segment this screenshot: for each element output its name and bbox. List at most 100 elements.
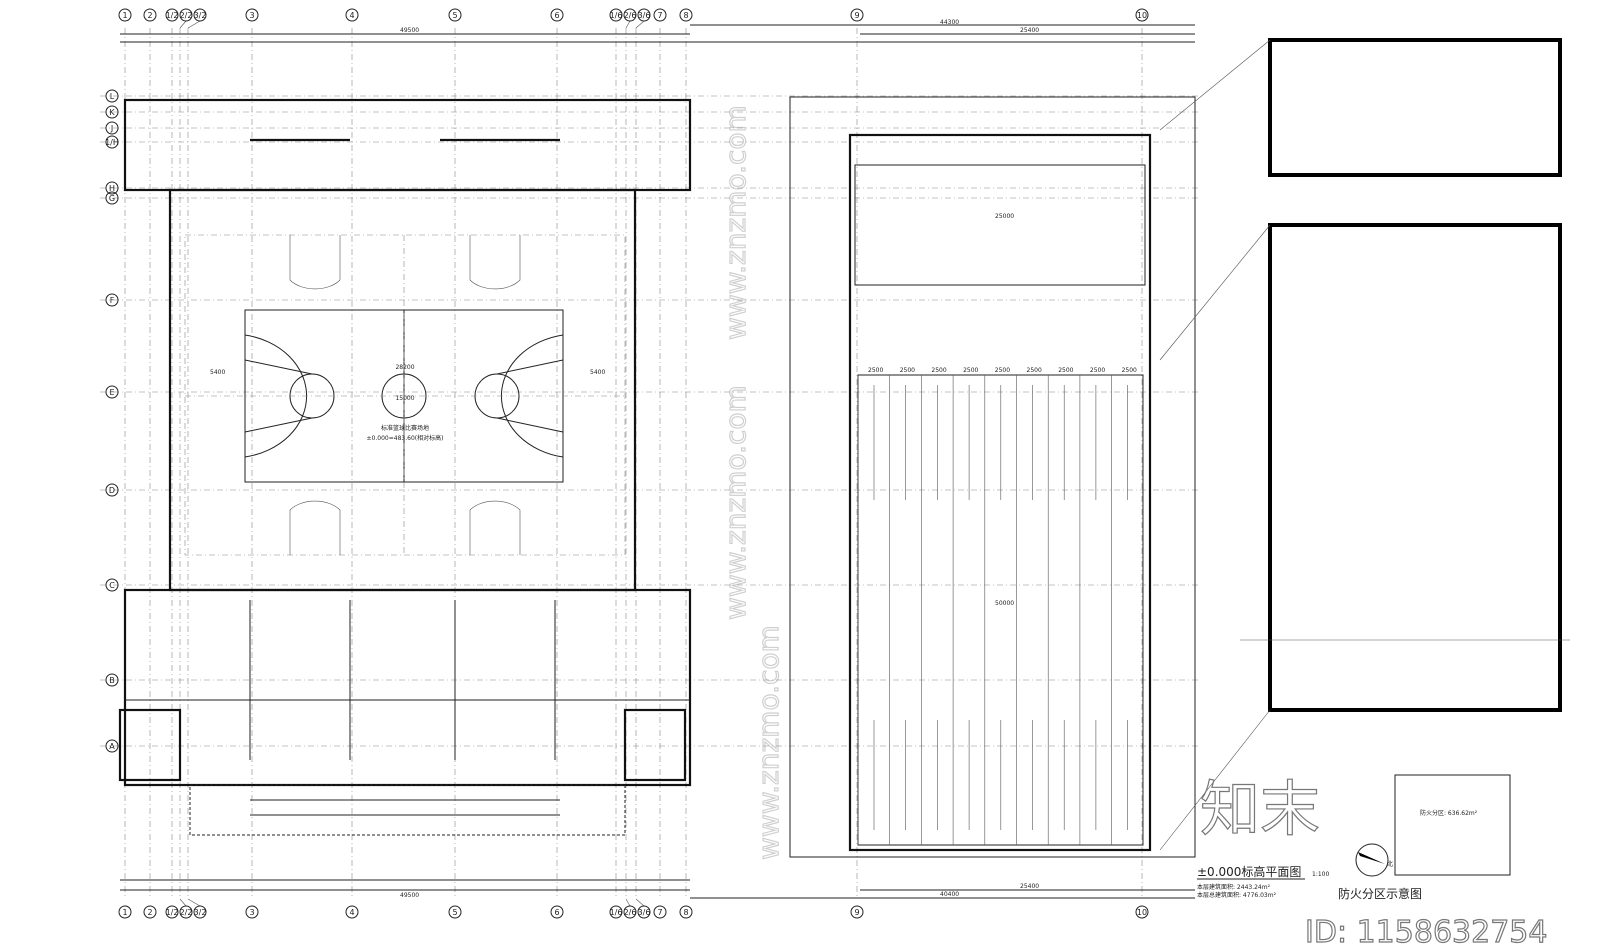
axis-bubble-left: K	[105, 105, 119, 119]
court-label: 标准篮球比赛场地	[381, 424, 429, 432]
axis-label: 5	[452, 908, 457, 917]
dim-bottom-pool: 25400	[1020, 883, 1039, 890]
axis-bubble-bottom: 3	[245, 905, 259, 919]
court-width-dim: 15000	[395, 395, 414, 402]
axis-label: 1/2	[166, 11, 179, 20]
axis-label: K	[109, 108, 115, 117]
bubble-leader	[635, 898, 645, 907]
axis-label: 2	[147, 11, 152, 20]
axis-bubble-bottom: 7	[653, 905, 667, 919]
bottom-dimension-lines: 49500 40400 25400	[120, 879, 1195, 899]
axis-label: 10	[1137, 908, 1147, 917]
axis-label: 5	[452, 11, 457, 20]
axis-bubble-left: F	[105, 293, 119, 307]
court-side-dim-right: 5400	[590, 369, 605, 376]
axis-label: 8	[683, 11, 688, 20]
axis-bubble-bottom: 2	[143, 905, 157, 919]
pool-width-dim: 25000	[995, 213, 1014, 220]
axis-label: J	[110, 124, 113, 133]
axis-label: 1/6	[610, 908, 623, 917]
axis-bubble-bottom: 2/2	[179, 905, 193, 919]
axis-bubble-top: 5	[448, 8, 462, 22]
axis-label: 6	[554, 11, 559, 20]
axis-bubble-bottom: 6	[550, 905, 564, 919]
axis-bubble-left: L	[105, 89, 119, 103]
axis-label: 4	[349, 908, 354, 917]
gymnasium-walls	[118, 98, 692, 836]
dim-bottom-left: 49500	[400, 892, 419, 899]
axis-bubble-top: 3	[245, 8, 259, 22]
axis-label: 7	[657, 908, 662, 917]
axis-label: 1	[122, 11, 127, 20]
axis-bubble-left: B	[105, 673, 119, 687]
axis-bubble-top: 10	[1135, 8, 1149, 22]
axis-bubble-left: D	[105, 483, 119, 497]
axis-bubble-left: H	[105, 181, 119, 195]
axis-bubble-bottom: 3/2	[193, 905, 207, 919]
axis-label: 10	[1137, 11, 1147, 20]
axis-label: 2/6	[624, 11, 637, 20]
axis-label: 3	[249, 908, 254, 917]
axis-label: A	[109, 742, 115, 751]
axis-label: 1/2	[166, 908, 179, 917]
court-length-dim: 28200	[395, 364, 414, 371]
axis-label: B	[109, 676, 115, 685]
title-block: ±0.000标高平面图 1:100 本层建筑面积: 2443.24m² 本层总建…	[1197, 809, 1478, 901]
axis-label: 1/6	[610, 11, 623, 20]
axis-label: 2/2	[180, 908, 193, 917]
axis-bubble-bottom: 5	[448, 905, 462, 919]
axis-bubble-top: 2	[143, 8, 157, 22]
axis-bubble-bottom: 3/6	[637, 905, 651, 919]
bubble-leader	[179, 898, 187, 907]
axis-label: 1	[122, 908, 127, 917]
axis-bubble-top: 1/2	[165, 8, 179, 22]
drawing-scale: 1:100	[1312, 871, 1329, 878]
watermark: 知末 ID: 1158632754 www.znzmo.com www.znzm…	[718, 105, 1548, 951]
axis-bubble-bottom: 1	[118, 905, 132, 919]
axis-bubble-left: J	[105, 121, 119, 135]
axis-label: H	[109, 184, 115, 193]
axis-label: 3/2	[194, 908, 207, 917]
watermark-site-1: www.znzmo.com	[719, 105, 752, 340]
axis-bubble-top: 1	[118, 8, 132, 22]
axis-bubble-top: 7	[653, 8, 667, 22]
bubble-leader	[187, 20, 201, 29]
axis-label: 2/2	[180, 11, 193, 20]
dim-total-right: 44300	[940, 19, 959, 26]
grid-lines	[100, 20, 1200, 907]
axis-bubble-bottom: 9	[850, 905, 864, 919]
bubble-leader	[635, 20, 645, 29]
north-arrow-icon	[1355, 843, 1389, 877]
bubble-leader	[187, 898, 201, 907]
lane-width-dim: 2500	[963, 367, 978, 374]
dim-bottom-right: 40400	[940, 891, 959, 898]
fire-zone-diagrams	[1159, 38, 1570, 876]
lane-width-dim: 2500	[900, 367, 915, 374]
axis-bubble-bottom: 1/6	[609, 905, 623, 919]
lane-width-dim: 2500	[1090, 367, 1105, 374]
axis-bubble-top: 4	[345, 8, 359, 22]
axis-label: 2	[147, 908, 152, 917]
dim-pool-width: 25400	[1020, 27, 1039, 34]
axis-label: F	[110, 296, 115, 305]
court-elevation: ±0.000=483.60(相对标高)	[367, 434, 444, 442]
area-note-2: 本层总建筑面积: 4776.03m²	[1197, 891, 1277, 899]
axis-label: L	[110, 92, 115, 101]
axis-bubble-left: G	[105, 191, 119, 205]
area-note-1: 本层建筑面积: 2443.24m²	[1197, 883, 1271, 891]
lane-width-dim: 2500	[1027, 367, 1042, 374]
axis-bubble-top: 9	[850, 8, 864, 22]
lane-width-dim: 2500	[868, 367, 883, 374]
axis-label: 6	[554, 908, 559, 917]
axis-bubble-left: E	[105, 385, 119, 399]
axis-bubble-bottom: 10	[1135, 905, 1149, 919]
axis-bubble-top: 2/2	[179, 8, 193, 22]
dim-total-left: 49500	[400, 27, 419, 34]
axis-label: 3/2	[194, 11, 207, 20]
